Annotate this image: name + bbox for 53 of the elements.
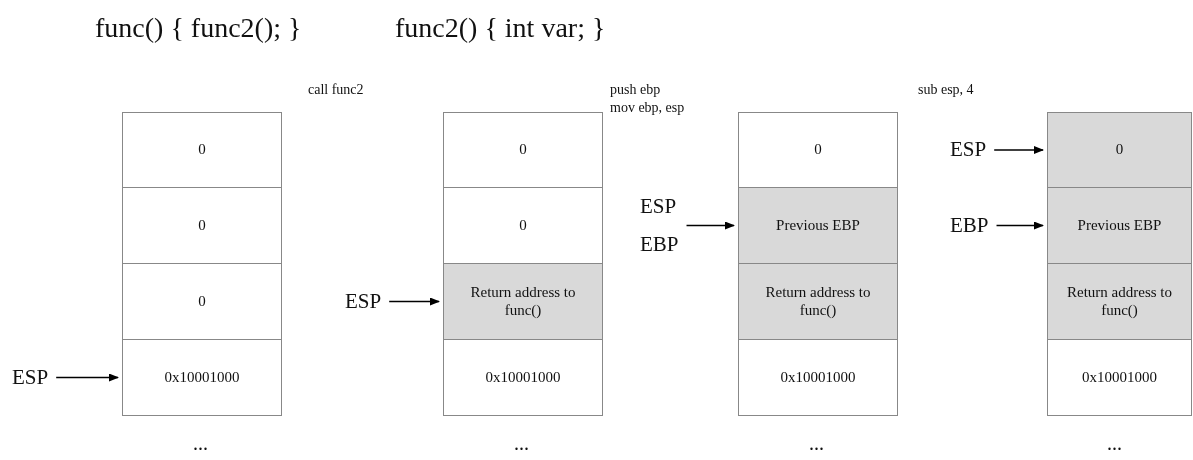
stack-cell: [1047, 112, 1192, 188]
cell-value: 0: [1115, 141, 1124, 159]
code-line: func2() { int var; }: [395, 12, 606, 44]
register-label: ESP: [345, 289, 382, 315]
stack-cell: [1047, 187, 1192, 264]
stack-cell: [738, 187, 898, 264]
cell-value: Return address to func(): [469, 284, 577, 319]
pointer-arrow: [993, 146, 1044, 154]
cell-value: 0: [198, 216, 206, 235]
pointer-arrow: [685, 221, 735, 230]
cell-value: Previous EBP: [776, 216, 860, 235]
stack-cell: [738, 112, 898, 188]
ellipsis: ...: [809, 432, 824, 455]
instruction: mov ebp, esp: [610, 100, 685, 116]
ellipsis: ...: [514, 432, 529, 455]
register-label: ESP: [12, 365, 49, 391]
stack-cell: [122, 187, 282, 264]
cell-value: 0x10001000: [485, 368, 561, 387]
cell-value: Previous EBP: [1077, 216, 1162, 235]
pointer-arrow: [388, 297, 440, 306]
pointer-arrow: [995, 221, 1044, 230]
cell-value: 0x10001000: [1082, 368, 1157, 387]
stack-cell: [122, 339, 282, 416]
stack-cell: [122, 112, 282, 188]
cell-value: 0: [519, 216, 527, 235]
register-label: EBP: [640, 230, 679, 258]
code-line: func() { func2(); }: [95, 12, 302, 44]
ellipsis: ...: [1107, 432, 1122, 455]
stack-cell: [443, 339, 603, 416]
stack-cell: [443, 187, 603, 264]
cell-value: 0: [814, 141, 822, 159]
cell-value: 0: [519, 141, 527, 159]
cell-value: 0x10001000: [164, 368, 240, 387]
stack-cell: [1047, 339, 1192, 416]
pointer-arrow: [55, 373, 119, 382]
stack-cell: [443, 112, 603, 188]
cell-value: 0: [198, 292, 206, 311]
cell-value: 0: [198, 141, 206, 159]
ellipsis: ...: [193, 432, 208, 455]
instruction: sub esp, 4: [918, 82, 974, 98]
instruction: call func2: [308, 82, 364, 98]
stack-cell: [122, 263, 282, 340]
stack-cell: [1047, 263, 1192, 340]
stack-cell: [738, 339, 898, 416]
register-label: ESP: [950, 137, 987, 163]
cell-value: 0x10001000: [780, 368, 856, 387]
register-label: EBP: [950, 213, 989, 239]
cell-value: Return address to func(): [764, 284, 872, 319]
stack-cell: [443, 263, 603, 340]
register-label: ESP: [640, 193, 678, 220]
stack-cell: [738, 263, 898, 340]
cell-value: Return address to func(): [1066, 284, 1173, 319]
instruction: push ebp: [610, 82, 661, 98]
